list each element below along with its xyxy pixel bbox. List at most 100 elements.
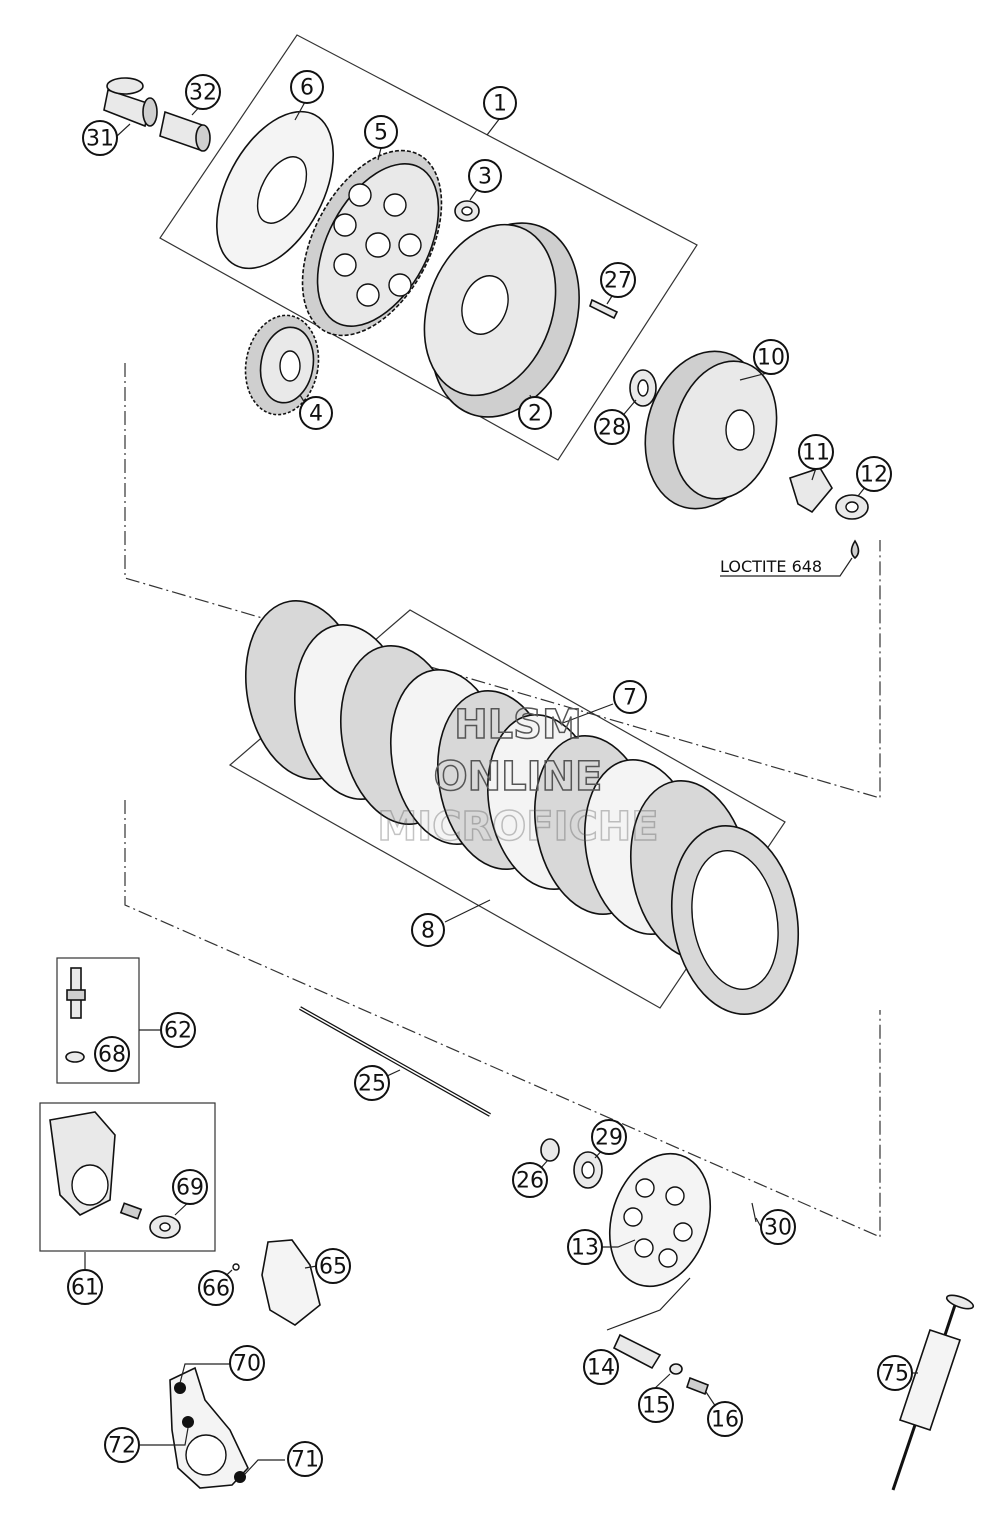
dash-boundary-upper xyxy=(124,363,881,799)
bracket-70-71-72 xyxy=(169,1366,249,1489)
disc-6 xyxy=(215,110,335,270)
callout-68-label: 68 xyxy=(98,1043,126,1068)
callout-70: 70 xyxy=(229,1345,265,1381)
callout-2: 2 xyxy=(518,396,552,430)
watermark: HLSM ONLINE MICROFICHE xyxy=(377,701,660,851)
inner-hub-10 xyxy=(644,350,778,510)
callout-32: 32 xyxy=(185,74,221,110)
callout-5-label: 5 xyxy=(374,121,388,146)
callout-62: 62 xyxy=(160,1012,196,1048)
callout-61: 61 xyxy=(67,1269,103,1305)
push-piece-26 xyxy=(540,1138,560,1162)
push-rod-25 xyxy=(299,1006,491,1117)
screw-16 xyxy=(686,1376,709,1396)
callout-27: 27 xyxy=(600,262,636,298)
callout-27-label: 27 xyxy=(604,269,632,294)
callout-11-label: 11 xyxy=(802,441,830,466)
callout-70-label: 70 xyxy=(233,1352,261,1377)
callout-66: 66 xyxy=(198,1270,234,1306)
callout-15: 15 xyxy=(638,1387,674,1423)
syringe-75 xyxy=(891,1294,975,1491)
needle-bearing-32 xyxy=(159,110,211,152)
bushing-31 xyxy=(103,77,158,128)
callout-13-label: 13 xyxy=(571,1236,599,1261)
callout-7-label: 7 xyxy=(623,686,637,711)
callout-14-label: 14 xyxy=(587,1356,615,1381)
callout-8: 8 xyxy=(411,913,445,947)
callout-69: 69 xyxy=(172,1169,208,1205)
callout-1-label: 1 xyxy=(493,92,507,117)
callout-65-label: 65 xyxy=(319,1255,347,1280)
washer-15 xyxy=(669,1363,683,1375)
loctite-drop xyxy=(850,539,860,560)
callout-16-label: 16 xyxy=(711,1408,739,1433)
callout-6-label: 6 xyxy=(300,76,314,101)
callout-6: 6 xyxy=(290,70,324,104)
callout-32-label: 32 xyxy=(189,81,217,106)
watermark-line-3: MICROFICHE xyxy=(377,804,658,850)
callout-25: 25 xyxy=(354,1065,390,1101)
spring-14 xyxy=(612,1333,662,1370)
callout-4: 4 xyxy=(299,396,333,430)
slave-cylinder-61 xyxy=(49,1111,181,1239)
group-frame-clutch-basket xyxy=(159,34,698,461)
callout-72: 72 xyxy=(104,1427,140,1463)
lock-washer-11 xyxy=(789,467,833,514)
gasket-65 xyxy=(261,1239,321,1326)
o-ring-66 xyxy=(232,1263,240,1271)
clutch-plate-stack xyxy=(244,599,800,1015)
group-frame-62 xyxy=(56,957,140,1084)
pin-27 xyxy=(589,298,619,320)
callout-11: 11 xyxy=(798,434,834,470)
callout-26-label: 26 xyxy=(516,1169,544,1194)
gear-4 xyxy=(244,314,320,416)
callout-65: 65 xyxy=(315,1248,351,1284)
clutch-basket-2 xyxy=(423,222,580,418)
bleed-screw-62 xyxy=(66,967,86,1019)
callout-13: 13 xyxy=(567,1229,603,1265)
callout-31: 31 xyxy=(82,120,118,156)
callout-10: 10 xyxy=(753,339,789,375)
bushing-3 xyxy=(454,200,480,222)
bearing-29 xyxy=(573,1151,603,1189)
callout-3: 3 xyxy=(468,159,502,193)
callout-72-label: 72 xyxy=(108,1434,136,1459)
callout-71-label: 71 xyxy=(291,1448,319,1473)
callout-12: 12 xyxy=(856,456,892,492)
callout-66-label: 66 xyxy=(202,1277,230,1302)
callout-2-label: 2 xyxy=(528,402,542,427)
nut-12 xyxy=(835,494,869,520)
callout-29-label: 29 xyxy=(595,1126,623,1151)
callout-68: 68 xyxy=(94,1036,130,1072)
loctite-note: LOCTITE 648 xyxy=(720,557,822,576)
watermark-line-1: HLSM xyxy=(454,702,582,748)
callout-31-label: 31 xyxy=(86,127,114,152)
seal-ring-68 xyxy=(65,1051,85,1063)
watermark-line-2: ONLINE xyxy=(434,754,603,800)
dash-boundary-lower xyxy=(124,800,881,1238)
callout-75-label: 75 xyxy=(881,1362,909,1387)
leader-lines xyxy=(84,101,918,1475)
callout-62-label: 62 xyxy=(164,1019,192,1044)
callout-26: 26 xyxy=(512,1162,548,1198)
washer-28 xyxy=(629,369,657,407)
callout-29: 29 xyxy=(591,1119,627,1155)
callout-4-label: 4 xyxy=(309,402,323,427)
callout-69-label: 69 xyxy=(176,1176,204,1201)
callout-71: 71 xyxy=(287,1441,323,1477)
callout-5: 5 xyxy=(364,115,398,149)
callout-75: 75 xyxy=(877,1355,913,1391)
callout-61-label: 61 xyxy=(71,1276,99,1301)
primary-gear-5 xyxy=(301,149,443,337)
callout-10-label: 10 xyxy=(757,346,785,371)
callout-8-label: 8 xyxy=(421,919,435,944)
retaining-wire-30 xyxy=(751,1202,757,1223)
callout-12-label: 12 xyxy=(860,463,888,488)
callout-16: 16 xyxy=(707,1401,743,1437)
callout-3-label: 3 xyxy=(478,165,492,190)
callout-25-label: 25 xyxy=(358,1072,386,1097)
callout-30: 30 xyxy=(760,1209,796,1245)
callout-1: 1 xyxy=(483,86,517,120)
callout-7: 7 xyxy=(613,680,647,714)
